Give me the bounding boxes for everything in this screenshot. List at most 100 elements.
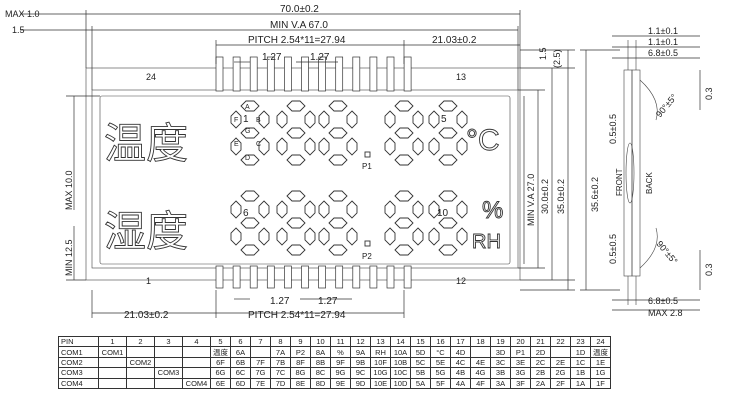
digit-segment [346,227,358,246]
digit-segment [346,110,358,129]
pin-table-cell: RH [370,346,391,358]
side-dim-0-5-bottom: 0.5±0.5 [608,234,618,264]
dim-min-12-5: MIN 12.5 [64,239,74,276]
pin-table-cell: 1G [590,367,611,379]
digit-segment [438,154,458,166]
pin-table-cell: 4B [450,367,471,379]
pin-table-cell: 14 [390,335,411,348]
dim-2-5-right: (2.5) [552,49,562,68]
pin-table-cell: 17 [450,335,471,348]
digit-segment [384,110,396,129]
pin-lead [215,56,224,92]
bottom-dimensions [91,290,405,318]
pin-table-cell [126,346,155,358]
pin-lead [403,56,412,92]
digit-segment [438,127,458,139]
pin-table-cell: 5A [410,377,431,389]
pin-table-cell: 3G [510,367,531,379]
pin-table-cell: 1F [590,377,611,389]
pin-table-cell [98,356,127,369]
digit-segment [428,110,440,129]
pin-table-cell: 9F [330,356,351,369]
decimal-point-p2 [364,240,371,247]
digit-segment [428,200,440,219]
pin-table-cell: 7 [250,335,271,348]
pin-table-cell: 4A [450,377,471,389]
pin-table-cell: COM4 [182,377,211,389]
digit-segment [428,227,440,246]
pin-table-cell: 10F [370,356,391,369]
pin-table-cell: 10G [370,367,391,379]
pin-table-cell: 温度 [590,346,611,358]
dim-pitch-top: PITCH 2.54*11=27.94 [248,35,346,46]
pin-table-cell: 4D [450,346,471,358]
pin-table-cell: °C [430,346,451,358]
side-dim-90-top: 90°±5° [654,92,679,120]
pin-table-cell: 2B [530,367,551,379]
pin-lead [301,265,309,289]
pin-table-cell [98,367,127,379]
dim-35-0: 35.0±0.2 [556,179,566,214]
side-dim-0-5-top: 0.5±0.5 [608,114,618,144]
pin-table-cell: 20 [510,335,531,348]
pin-table-cell: 7A [270,346,291,358]
dim-1-5-right: 1.5 [538,47,548,60]
pin-table-cell: 6F [210,356,231,369]
pin-table-cell: 8D [310,377,331,389]
pin-table-cell: 8G [290,367,311,379]
pin-table-cell: 5F [430,377,451,389]
digit-segment [286,190,306,202]
digit-segment [456,110,468,129]
pin-label-12: 12 [456,276,466,286]
pin-table-cell: 5E [430,356,451,369]
pin-table-cell [550,346,571,358]
digit-segment [328,190,348,202]
side-front-label: FRONT [615,168,624,196]
dim-21-03-bottom: 21.03±0.2 [124,310,169,321]
pin-table-cell: 2E [550,356,571,369]
pin-table-cell: 7G [250,367,271,379]
left-dimensions [66,95,100,281]
pin-table-cell [182,356,211,369]
pin-table-row-label: COM1 [58,346,99,358]
pin-table-cell: 10D [390,377,411,389]
pin-table-row-label: COM3 [58,367,99,379]
side-dim-0-3-top: 0.3 [704,87,714,100]
pin-table-cell: 19 [490,335,511,348]
pin-table-cell: 2 [126,335,155,348]
pin-table-cell: 4F [470,377,491,389]
pin-lead [369,56,378,92]
pin-table-cell [154,356,183,369]
right-dimensions [518,49,575,291]
pin-table-cell: 3E [510,356,531,369]
seg-letter-d: D [245,155,250,162]
pin-lead [301,56,309,92]
pin-table-cell: 3B [490,367,511,379]
digit-segment [318,137,330,156]
digit-segment [328,100,348,112]
pin-table-cell: COM3 [154,367,183,379]
digit-segment [230,200,242,219]
pin-table-cell: 10C [390,367,411,379]
pin-table-cell: 8E [290,377,311,389]
pin-table-cell: 6G [210,367,231,379]
digit-segment [438,190,458,202]
digit-segment [384,200,396,219]
pin-table-cell: 7C [270,367,291,379]
pin-table-cell: 3A [490,377,511,389]
pin-table-cell: 11 [330,335,351,348]
pin-table-cell: 4C [450,356,471,369]
digit-segment [328,127,348,139]
digit-segment [276,200,288,219]
dim-35-6: 35.6±0.2 [590,177,600,212]
dim-1-27-b: 1.27 [310,52,330,63]
digit-segment [230,227,242,246]
pin-table-row-label: PIN [58,335,99,348]
side-dim-1-1-a: 1.1±0.1 [648,26,678,36]
pin-table-cell: 6A [230,346,251,358]
row1-chinese-label: 温度 [104,119,188,168]
digit-segment [428,137,440,156]
digit-segment [258,110,270,129]
